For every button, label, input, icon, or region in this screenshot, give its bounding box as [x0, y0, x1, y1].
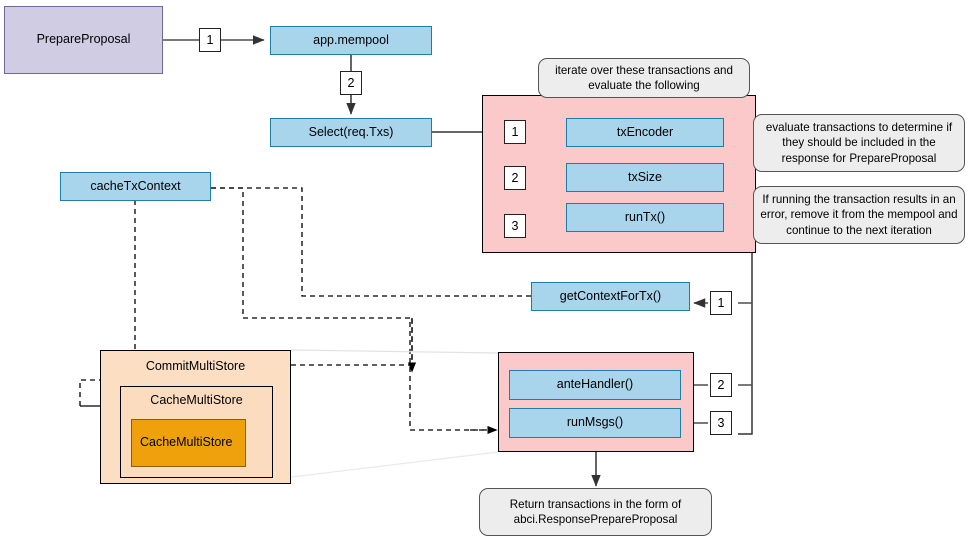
node-cache-tx-context[interactable]: cacheTxContext — [60, 172, 211, 201]
node-ante-handler-label: anteHandler() — [556, 377, 634, 392]
node-run-msgs-label: runMsgs() — [566, 415, 624, 430]
callout-iterate-text: iterate over these transactions and eval… — [555, 63, 733, 92]
node-run-tx[interactable]: runTx() — [566, 203, 724, 232]
node-get-context-for-tx[interactable]: getContextForTx() — [531, 282, 690, 311]
badge-get-context-step: 1 — [710, 291, 732, 315]
node-get-context-for-tx-label: getContextForTx() — [559, 288, 662, 303]
badge-mempool-to-select: 2 — [340, 71, 362, 95]
node-select-req-txs-label: Select(req.Txs) — [308, 124, 394, 139]
group-commit-multi-store-label: CommitMultiStore — [145, 359, 246, 373]
callout-evaluate-text: evaluate transactions to determine if th… — [765, 121, 953, 165]
node-select-req-txs[interactable]: Select(req.Txs) — [270, 118, 432, 147]
callout-iterate: iterate over these transactions and eval… — [538, 58, 750, 98]
callout-evaluate: evaluate transactions to determine if th… — [753, 114, 965, 172]
callout-return: Return transactions in the form of abci.… — [479, 488, 712, 536]
node-prepare-proposal-label: PrepareProposal — [36, 32, 131, 47]
node-ante-handler[interactable]: anteHandler() — [509, 370, 681, 400]
node-app-mempool-label: app.mempool — [313, 32, 389, 47]
badge-tx-size-step: 2 — [504, 166, 526, 190]
badge-ante-handler-step: 2 — [710, 373, 732, 397]
node-tx-encoder[interactable]: txEncoder — [566, 118, 724, 147]
group-cache-multi-store-outer-label: CacheMultiStore — [150, 393, 243, 407]
callout-error-handling: If running the transaction results in an… — [753, 186, 965, 244]
node-tx-size[interactable]: txSize — [566, 163, 724, 192]
callout-return-text: Return transactions in the form of abci.… — [509, 497, 682, 526]
node-tx-encoder-label: txEncoder — [616, 124, 674, 139]
node-cache-tx-context-label: cacheTxContext — [90, 178, 181, 193]
node-run-msgs[interactable]: runMsgs() — [509, 408, 681, 438]
node-prepare-proposal[interactable]: PrepareProposal — [4, 6, 163, 74]
badge-run-msgs-step: 3 — [710, 411, 732, 435]
node-cache-multi-store-inner-label: CacheMultiStore — [140, 435, 233, 450]
callout-error-handling-text: If running the transaction results in an… — [760, 193, 958, 237]
node-tx-size-label: txSize — [627, 169, 663, 184]
node-app-mempool[interactable]: app.mempool — [270, 26, 432, 55]
badge-prepare-to-mempool: 1 — [199, 28, 221, 52]
badge-run-tx-step: 3 — [504, 214, 526, 238]
node-cache-multi-store-inner[interactable]: CacheMultiStore — [131, 419, 246, 467]
node-run-tx-label: runTx() — [624, 209, 666, 224]
badge-tx-encoder-step: 1 — [504, 120, 526, 144]
